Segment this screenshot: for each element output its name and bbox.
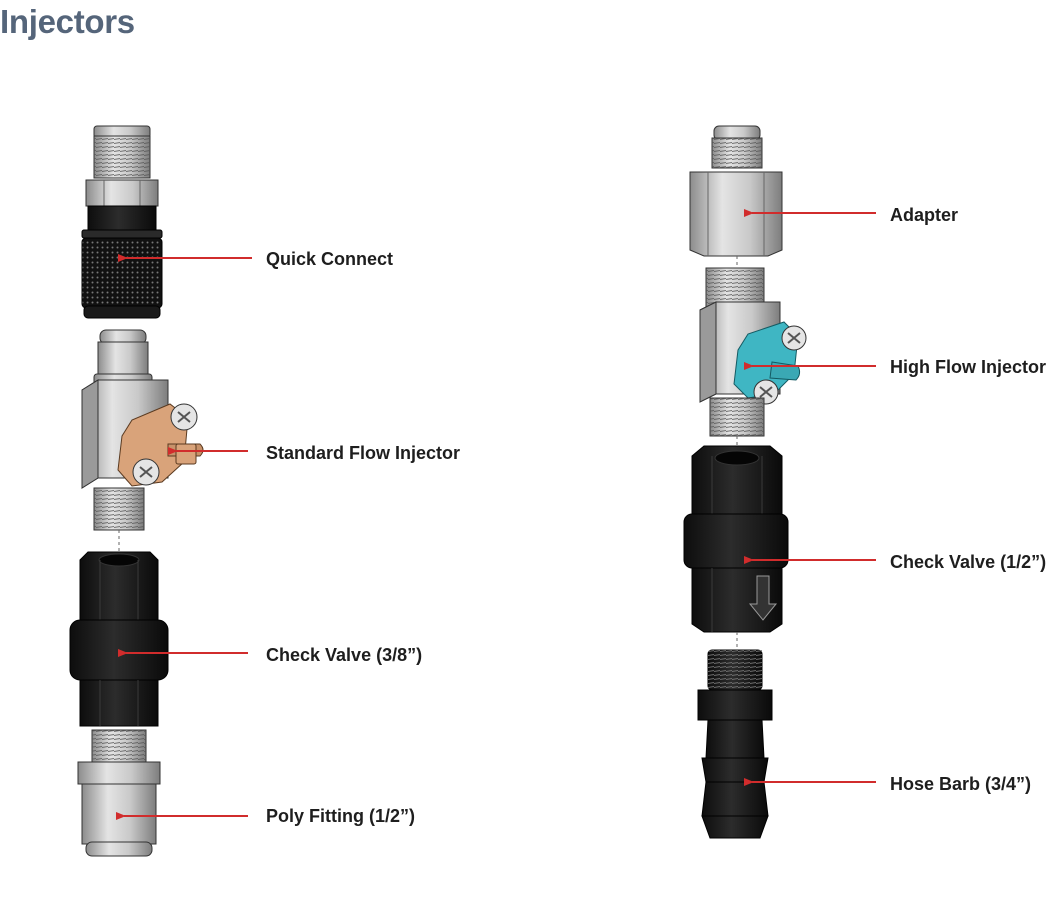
quick-connect-part [81, 125, 163, 319]
standard-flow-injector-part [81, 329, 204, 531]
high-flow-injector-part [699, 267, 807, 437]
label-standard-flow-injector: Standard Flow Injector [266, 443, 461, 463]
label-check-valve-38: Check Valve (3/8”) [266, 645, 423, 665]
label-poly-fitting: Poly Fitting (1/2”) [266, 806, 416, 826]
callout-arrows [116, 209, 876, 820]
poly-fitting-part [77, 729, 161, 857]
label-hose-barb: Hose Barb (3/4”) [890, 774, 1032, 794]
hose-barb-part [697, 649, 773, 839]
label-check-valve-12: Check Valve (1/2”) [890, 552, 1047, 572]
adapter-part [689, 125, 783, 257]
label-adapter: Adapter [890, 205, 959, 225]
label-high-flow-injector: High Flow Injector [890, 357, 1046, 377]
label-quick-connect: Quick Connect [266, 249, 394, 269]
check-valve-38-part [69, 551, 169, 727]
page-title: Injectors [0, 3, 135, 40]
check-valve-12-part [683, 445, 789, 633]
